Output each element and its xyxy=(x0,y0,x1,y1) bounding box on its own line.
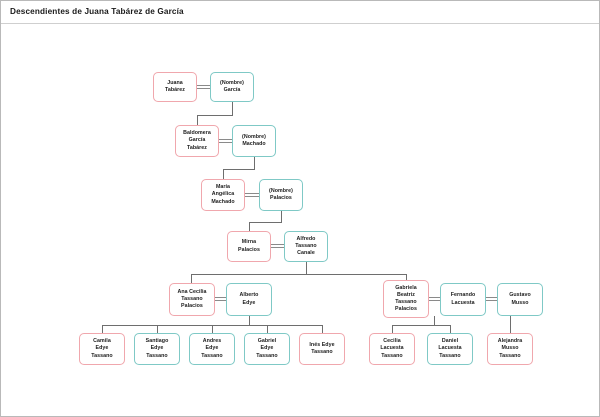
node-label: Gabriel Edye Tassano xyxy=(256,338,278,359)
node-gustavo-musso[interactable]: Gustavo Musso xyxy=(497,283,543,316)
title-divider xyxy=(1,23,599,24)
marriage-line-anacecilia-alberto xyxy=(215,297,226,301)
node-camila[interactable]: Camila Edye Tassano xyxy=(79,333,125,365)
node-gabriel[interactable]: Gabriel Edye Tassano xyxy=(244,333,290,365)
marriage-line-gabriela-gustavo xyxy=(486,297,497,301)
descent-line-santiago xyxy=(157,325,158,333)
node-label: Ana Cecilia Tassano Palacios xyxy=(177,288,207,310)
node-label: (Nombre) Palacios xyxy=(269,187,293,201)
node-label: Santiago Edye Tassano xyxy=(145,338,169,359)
node-gabriela[interactable]: Gabriela Beatriz Tassano Palacios xyxy=(383,280,429,318)
node-label: Fernando Lacuesta xyxy=(450,292,476,306)
descent-line-gen2-stem xyxy=(254,157,255,169)
node-label: Inés Edye Tassano xyxy=(309,341,335,355)
descent-line-gen4-stem xyxy=(306,262,307,274)
node-juana[interactable]: Juana Tabárez xyxy=(153,72,197,102)
node-andres[interactable]: Andres Edye Tassano xyxy=(189,333,235,365)
node-ana-cecilia[interactable]: Ana Cecilia Tassano Palacios xyxy=(169,283,215,316)
marriage-line-juana-garcia xyxy=(197,85,210,89)
node-label: Gabriela Beatriz Tassano Palacios xyxy=(395,284,417,313)
descent-line-baldomera xyxy=(197,115,198,125)
node-alejandra[interactable]: Alejandra Musso Tassano xyxy=(487,333,533,365)
node-label: (Nombre) García xyxy=(220,79,244,93)
node-daniel-lacuesta[interactable]: Daniel Lacuesta Tassano xyxy=(427,333,473,365)
node-label: Andres Edye Tassano xyxy=(201,338,223,359)
descent-line-anacecilia xyxy=(191,274,192,283)
descent-line-gen4-bus xyxy=(191,274,407,275)
node-mirna[interactable]: Mirna Palacios xyxy=(227,231,271,262)
node-alfredo[interactable]: Alfredo Tassano Canale xyxy=(284,231,328,262)
descent-line-gen5-left-stem xyxy=(249,316,250,325)
descent-line-daniel-lacuesta xyxy=(450,325,451,333)
descent-line-cecilia-lacuesta xyxy=(392,325,393,333)
descent-line-andres xyxy=(212,325,213,333)
node-label: Gustavo Musso xyxy=(509,292,531,306)
page-title: Descendientes de Juana Tabárez de García xyxy=(10,7,184,16)
node-cecilia-lacuesta[interactable]: Cecilia Lacuesta Tassano xyxy=(369,333,415,365)
node-baldomera[interactable]: Baldomera García Tabárez xyxy=(175,125,219,157)
node-label: Camila Edye Tassano xyxy=(91,338,113,359)
node-maria-angelica[interactable]: María Angélica Machado xyxy=(201,179,245,211)
node-label: Juana Tabárez xyxy=(165,79,185,93)
node-garcia[interactable]: (Nombre) García xyxy=(210,72,254,102)
tree-canvas: Juana Tabárez (Nombre) García Baldomera … xyxy=(1,24,599,416)
descent-line-maria xyxy=(223,169,224,179)
node-label: Daniel Lacuesta Tassano xyxy=(438,338,462,359)
marriage-line-maria-palacios xyxy=(245,193,259,197)
node-label: Baldomera García Tabárez xyxy=(183,130,211,151)
node-label: Alberto Edye xyxy=(239,292,259,306)
descent-line-gen5-right-bus xyxy=(392,325,451,326)
descent-line-gabriel xyxy=(267,325,268,333)
marriage-line-mirna-alfredo xyxy=(271,244,284,248)
descent-line-gen2-bus xyxy=(223,169,255,170)
node-ines[interactable]: Inés Edye Tassano xyxy=(299,333,345,365)
node-machado[interactable]: (Nombre) Machado xyxy=(232,125,276,157)
node-label: Alejandra Musso Tassano xyxy=(497,338,523,359)
node-alberto-edye[interactable]: Alberto Edye xyxy=(226,283,272,316)
descent-line-gen3-stem xyxy=(281,211,282,222)
descent-line-mirna xyxy=(249,222,250,231)
node-fernando-lacuesta[interactable]: Fernando Lacuesta xyxy=(440,283,486,316)
node-label: María Angélica Machado xyxy=(211,184,235,205)
marriage-line-baldomera-machado xyxy=(219,139,232,143)
node-label: (Nombre) Machado xyxy=(242,133,266,147)
descent-line-ines xyxy=(322,325,323,333)
node-label: Mirna Palacios xyxy=(238,239,260,253)
descent-line-gen1-stem xyxy=(232,102,233,115)
descent-line-gen3-bus xyxy=(249,222,282,223)
descent-line-gen1-bus xyxy=(197,115,233,116)
node-label: Alfredo Tassano Canale xyxy=(295,235,317,257)
descent-line-camila xyxy=(102,325,103,333)
node-palacios[interactable]: (Nombre) Palacios xyxy=(259,179,303,211)
marriage-line-gabriela-fernando xyxy=(429,297,440,301)
descent-line-alejandra xyxy=(510,316,511,333)
node-santiago[interactable]: Santiago Edye Tassano xyxy=(134,333,180,365)
descent-line-gen5-right-stem xyxy=(434,316,435,325)
node-label: Cecilia Lacuesta Tassano xyxy=(380,338,404,359)
descent-line-gabriela xyxy=(406,274,407,283)
